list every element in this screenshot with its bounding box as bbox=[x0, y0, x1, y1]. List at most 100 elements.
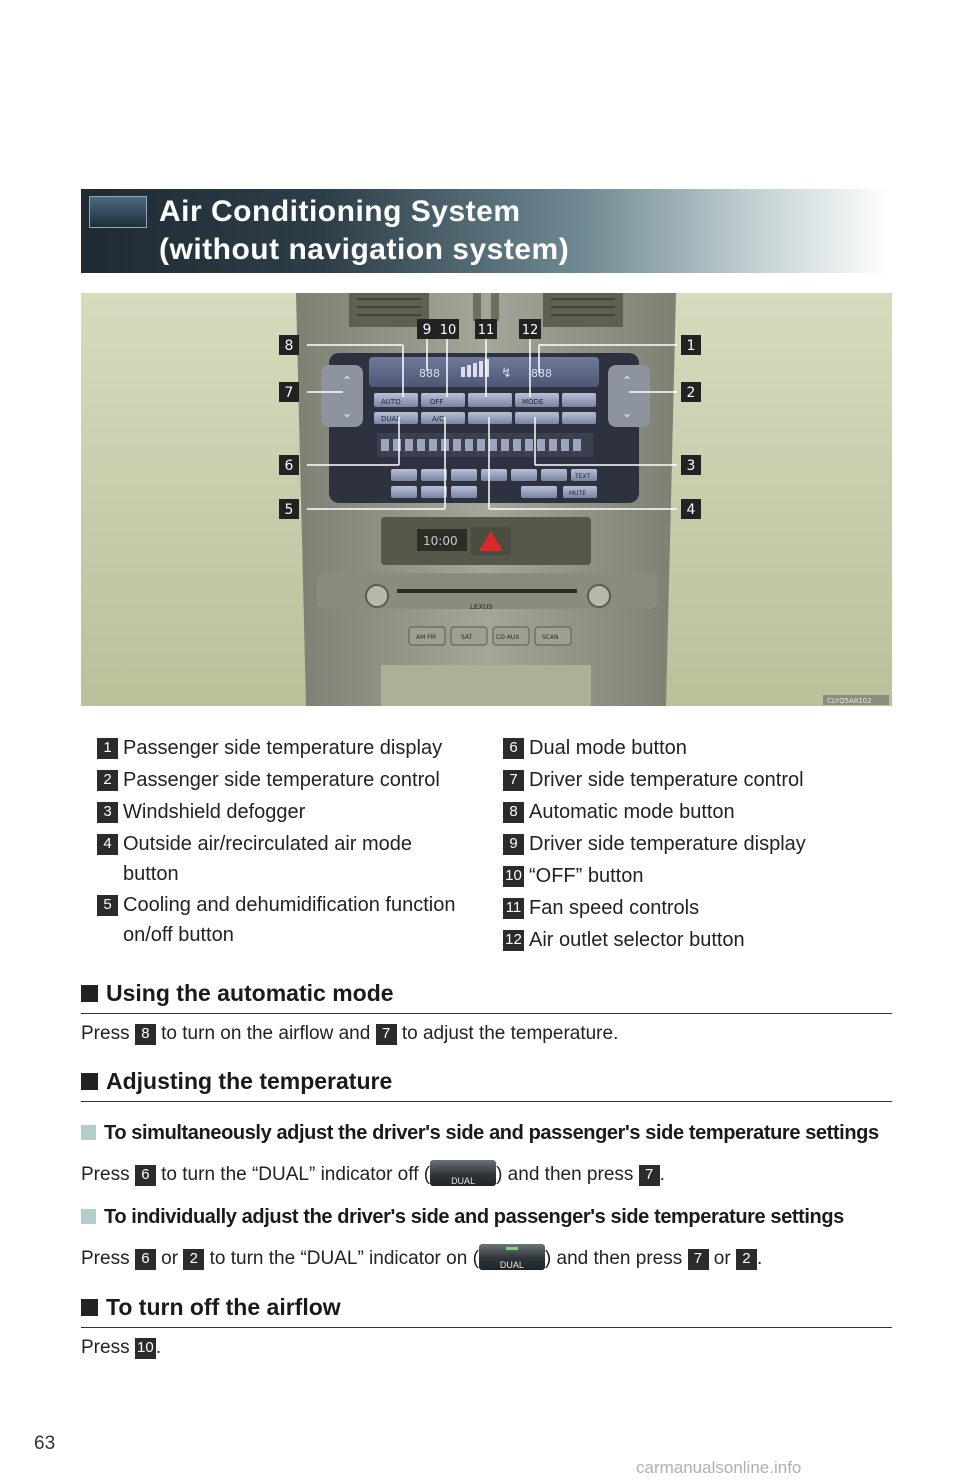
callout-6: 6 bbox=[285, 458, 294, 474]
legend-item: 8 Automatic mode button bbox=[487, 797, 892, 829]
title-line-2: (without navigation system) bbox=[159, 233, 570, 266]
passenger-temp-display: 888 bbox=[531, 367, 552, 380]
subheading-text: To simultaneously adjust the driver's si… bbox=[104, 1122, 879, 1144]
ref-badge: 10 bbox=[134, 1338, 156, 1359]
climate-panel-illustration: ⌃⌄ ⌃⌄ 888 ↯ 888 AUTO OFF MODE DUAL A/C bbox=[81, 293, 892, 706]
text-button[interactable]: TEXT bbox=[574, 473, 590, 480]
legend-item: 9 Driver side temperature display bbox=[487, 829, 892, 861]
text: Press bbox=[81, 1023, 130, 1044]
legend-number: 11 bbox=[503, 898, 524, 919]
section-heading-airflow-off: To turn off the airflow bbox=[81, 1294, 892, 1328]
dual-indicator-on-icon: DUAL bbox=[478, 1244, 545, 1270]
text: . bbox=[155, 1337, 162, 1358]
legend-left: 1 Passenger side temperature display 2 P… bbox=[81, 733, 491, 951]
ref-badge: 2 bbox=[735, 1249, 757, 1270]
legend-number: 5 bbox=[97, 895, 118, 916]
legend-label: Dual mode button bbox=[529, 737, 687, 759]
hazard-icon[interactable] bbox=[479, 531, 503, 551]
legend-label: Cooling and dehumidification function bbox=[123, 894, 456, 916]
page-number: 63 bbox=[34, 1433, 56, 1454]
auto-button[interactable]: AUTO bbox=[381, 398, 401, 406]
banner-thumbnail bbox=[89, 196, 147, 228]
legend-label: Driver side temperature display bbox=[529, 833, 806, 855]
ref-badge: 2 bbox=[183, 1249, 205, 1270]
callout-4: 4 bbox=[687, 502, 696, 518]
svg-text:↯: ↯ bbox=[501, 366, 512, 381]
clock-display: 10:00 bbox=[423, 534, 458, 548]
tune-knob[interactable] bbox=[587, 584, 611, 608]
text: ) and then press bbox=[496, 1164, 634, 1185]
legend-label: Passenger side temperature control bbox=[123, 769, 440, 791]
text: Press bbox=[81, 1337, 130, 1358]
legend-right: 6 Dual mode button 7 Driver side tempera… bbox=[487, 733, 892, 957]
text: or bbox=[161, 1248, 179, 1269]
off-button[interactable]: OFF bbox=[430, 398, 444, 406]
legend-label: Outside air/recirculated air mode bbox=[123, 833, 413, 855]
image-code: CLYQ5A8102 bbox=[827, 697, 872, 705]
sat-button[interactable]: SAT bbox=[461, 634, 473, 641]
ref-badge: 6 bbox=[134, 1165, 156, 1186]
legend-number: 6 bbox=[503, 738, 524, 759]
legend-number: 4 bbox=[97, 834, 118, 855]
cd-aux-button[interactable]: CD·AUX bbox=[496, 634, 519, 641]
mute-button[interactable]: MUTE bbox=[569, 490, 586, 497]
heading-text: Using the automatic mode bbox=[106, 980, 394, 1006]
section-title-banner: Air Conditioning System (without navigat… bbox=[81, 189, 891, 273]
text: to turn the “DUAL” indicator off ( bbox=[161, 1164, 431, 1185]
page-title: Air Conditioning System (without navigat… bbox=[159, 193, 569, 269]
legend-number: 12 bbox=[503, 930, 524, 951]
ref-badge: 6 bbox=[134, 1249, 156, 1270]
text: Press bbox=[81, 1248, 130, 1269]
legend-number: 1 bbox=[97, 738, 118, 759]
svg-text:⌄: ⌄ bbox=[622, 406, 632, 420]
legend-item: 2 Passenger side temperature control bbox=[81, 765, 491, 797]
subheading-text: To individually adjust the driver's side… bbox=[104, 1206, 844, 1228]
am-fm-button[interactable]: AM·FM bbox=[416, 634, 436, 641]
brand-logo: LEXUS bbox=[470, 603, 493, 611]
square-bullet-icon bbox=[81, 1209, 96, 1224]
svg-text:⌃: ⌃ bbox=[342, 374, 352, 388]
driver-temp-display: 888 bbox=[419, 367, 440, 380]
square-bullet-icon bbox=[81, 985, 98, 1002]
legend-label: Fan speed controls bbox=[529, 897, 700, 919]
ac-button[interactable]: A/C bbox=[432, 415, 444, 423]
legend-item: 5 Cooling and dehumidification function … bbox=[81, 890, 491, 951]
scan-button[interactable]: SCAN bbox=[542, 634, 559, 641]
callout-8: 8 bbox=[285, 338, 294, 354]
callout-lines bbox=[307, 339, 677, 510]
text: ) and then press bbox=[544, 1248, 683, 1269]
legend-item: 7 Driver side temperature control bbox=[487, 765, 892, 797]
legend-label: Automatic mode button bbox=[529, 801, 735, 823]
paragraph-airflow-off: Press 10. bbox=[81, 1334, 161, 1362]
square-bullet-icon bbox=[81, 1125, 96, 1140]
legend-label: Passenger side temperature display bbox=[123, 737, 443, 759]
text: Press bbox=[81, 1164, 130, 1185]
ref-badge: 7 bbox=[687, 1249, 709, 1270]
text: . bbox=[756, 1248, 763, 1269]
legend-number: 9 bbox=[503, 834, 524, 855]
ref-badge: 7 bbox=[638, 1165, 660, 1186]
paragraph-individual: Press 6 or 2 to turn the “DUAL” indicato… bbox=[81, 1244, 762, 1273]
callouts-left: 8 7 6 5 bbox=[279, 335, 299, 519]
ref-badge: 8 bbox=[134, 1024, 156, 1045]
svg-text:⌄: ⌄ bbox=[342, 406, 352, 420]
legend-label-cont: button bbox=[123, 863, 179, 885]
subheading-simultaneous: To simultaneously adjust the driver's si… bbox=[81, 1122, 879, 1145]
callout-11: 11 bbox=[478, 323, 495, 338]
legend-number: 10 bbox=[503, 866, 524, 887]
dual-label: DUAL bbox=[499, 1260, 524, 1270]
legend-item: 6 Dual mode button bbox=[487, 733, 892, 765]
text: or bbox=[713, 1248, 731, 1269]
volume-knob[interactable] bbox=[365, 584, 389, 608]
callout-1: 1 bbox=[687, 338, 696, 354]
legend-label-cont: on/off button bbox=[123, 924, 234, 946]
text: . bbox=[659, 1164, 665, 1185]
callout-10: 10 bbox=[440, 323, 457, 338]
legend-number: 8 bbox=[503, 802, 524, 823]
dual-button[interactable]: DUAL bbox=[381, 415, 400, 423]
callouts-right: 1 2 3 4 bbox=[681, 335, 701, 519]
mode-button[interactable]: MODE bbox=[522, 398, 543, 406]
legend-number: 2 bbox=[97, 770, 118, 791]
callout-3: 3 bbox=[687, 458, 696, 474]
legend-label: Windshield defogger bbox=[123, 801, 306, 823]
